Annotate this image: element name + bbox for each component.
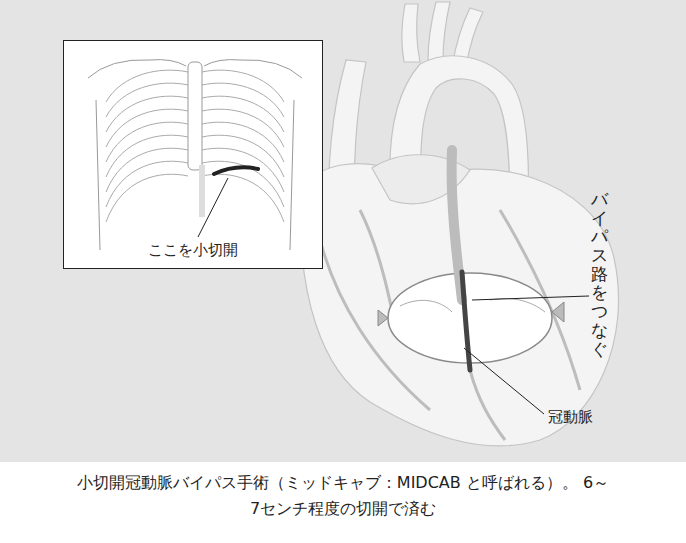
callout-label: ここを小切開 bbox=[63, 241, 322, 259]
tissue-line bbox=[400, 299, 545, 313]
figure-caption: 小切開冠動脈バイパス手術（ミッドキャブ：MIDCAB と呼ばれる）。 6～7セン… bbox=[13, 470, 673, 521]
incision-opening bbox=[378, 273, 564, 363]
ribs bbox=[106, 70, 284, 222]
rib bbox=[202, 109, 284, 147]
callout-label: 冠動脈 bbox=[548, 408, 593, 426]
rib bbox=[106, 161, 188, 207]
coronary-artery bbox=[462, 272, 470, 370]
rib bbox=[106, 96, 188, 132]
inset-box: ここを小切開 bbox=[63, 40, 322, 268]
incision-mark bbox=[199, 165, 205, 217]
leader-line bbox=[198, 178, 228, 237]
leader-line bbox=[464, 348, 544, 414]
body-outline bbox=[96, 100, 294, 250]
sternum bbox=[188, 62, 202, 170]
retractor bbox=[552, 302, 564, 322]
leader-line bbox=[472, 296, 589, 300]
vessel-branch bbox=[402, 4, 420, 62]
rib bbox=[106, 122, 188, 162]
incision bbox=[214, 167, 258, 174]
coronary-vessels bbox=[320, 210, 580, 440]
rib bbox=[202, 122, 284, 162]
shoulder-line bbox=[88, 60, 186, 78]
heart-drawing bbox=[300, 2, 619, 446]
shoulder-line bbox=[204, 60, 302, 78]
rib bbox=[106, 109, 188, 147]
callout-label: バイパス路をつなぐ bbox=[591, 190, 608, 358]
rib bbox=[202, 174, 284, 222]
vessel-branch bbox=[428, 2, 450, 60]
retractor bbox=[378, 310, 388, 326]
rib bbox=[202, 96, 284, 132]
grey-ground bbox=[0, 0, 686, 462]
rib bbox=[106, 83, 188, 117]
heart-body bbox=[300, 164, 619, 446]
rib bbox=[202, 83, 284, 117]
chest-inset bbox=[64, 41, 323, 269]
inset-frame bbox=[64, 41, 323, 269]
vessel-line bbox=[470, 370, 505, 440]
rib bbox=[106, 174, 188, 222]
rib bbox=[202, 161, 284, 207]
